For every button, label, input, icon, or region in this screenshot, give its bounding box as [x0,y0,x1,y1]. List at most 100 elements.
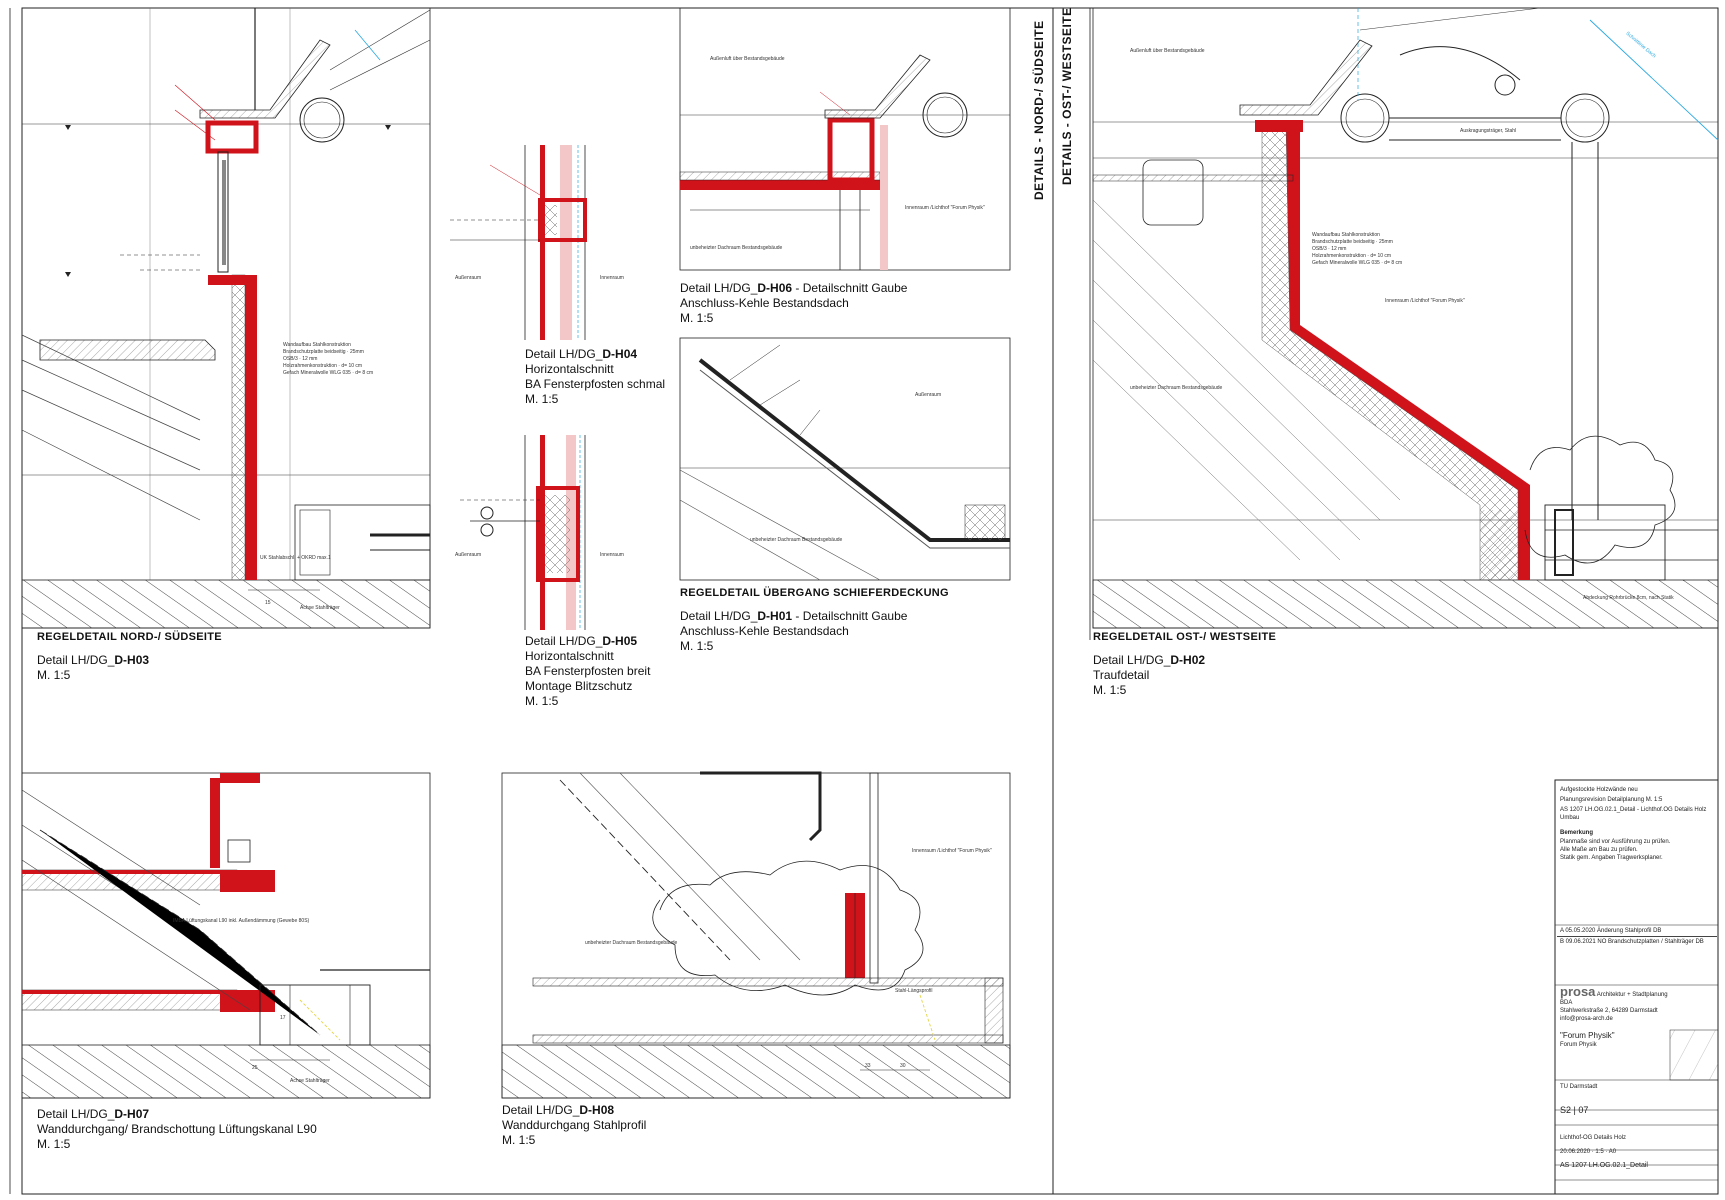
titleblock-office: prosa Architektur + Stadtplanung BDA Sta… [1560,985,1670,1049]
label-aussenraum-h01: Außenraum [915,392,942,398]
caption-h07-line1: Wanddurchgang/ Brandschottung Lüftungska… [37,1122,317,1136]
dim-1: 15 [265,600,271,606]
caption-h01-prefix: Detail LH/DG_ [680,609,758,623]
label-aussenraum-h05: Außenraum [455,552,482,558]
vertical-title-nord-sued: DETAILS - NORD-/ SÜDSEITE [1032,20,1046,200]
caption-h04: Detail LH/DG_D-H04 Horizontalschnitt BA … [525,347,665,407]
wandaufbau-h03-row-2-name: OSB/3 [283,356,298,362]
caption-h02-heading: REGELDETAIL OST-/ WESTSEITE [1093,631,1277,643]
wandaufbau-h03-row-1-value: 25mm [350,349,364,355]
caption-h07: Detail LH/DG_D-H07 Wanddurchgang/ Brands… [37,1107,317,1152]
caption-h02: REGELDETAIL OST-/ WESTSEITE Detail LH/DG… [1093,630,1276,698]
caption-h08-code: D-H08 [579,1103,615,1117]
caption-h03: REGELDETAIL NORD-/ SÜDSEITE Detail LH/DG… [37,630,222,683]
caption-h06-suffix: - Detailschnitt Gaube [792,281,908,295]
tb-date: 20.06.2020 [1560,1149,1591,1155]
tb-project-line2: Planungsrevision Detailplanung M. 1:5 [1560,797,1663,803]
label-stahl-laengsprofil: Stahl-Längsprofil [895,988,933,994]
tb-rev-b-date: B 09.06.2021 [1560,939,1596,945]
caption-h05-line1: Horizontalschnitt [525,649,614,663]
wandaufbau-row-3-name: Holzrahmenkonstruktion [1312,253,1366,259]
tb-office-sub: Architektur + Stadtplanung BDA [1560,992,1668,1006]
label-innenraum-h05: Innenraum [600,552,624,558]
caption-h03-scale: M. 1:5 [37,668,71,682]
caption-h05-code: D-H05 [602,634,638,648]
tb-office-logo: prosa [1560,984,1596,999]
dim-4: 30 [900,1063,906,1069]
dim-3: 33 [865,1063,871,1069]
caption-h06: Detail LH/DG_D-H06 - Detailschnitt Gaube… [680,281,907,326]
caption-h04-scale: M. 1:5 [525,392,559,406]
caption-h06-prefix: Detail LH/DG_ [680,281,758,295]
tb-bemerkung-3: Statik gem. Angaben Tragwerksplaner. [1560,855,1663,861]
label-uk-dachabschluss: UK Stahlabschl. + OKRD max.1 [260,555,331,561]
titleblock-revisions: A 05.05.2020 Änderung Stahlprofil DB B 0… [1557,926,1717,947]
label-achse-h07: Achse Stahlträger [290,1078,330,1084]
caption-h08: Detail LH/DG_D-H08 Wanddurchgang Stahlpr… [502,1103,646,1148]
label-dachraum-h06: unbeheizter Dachraum Bestandsgebäude [690,245,783,251]
wandaufbau-h03-row-2-value: 12 mm [302,356,318,362]
tb-format: A0 [1608,1149,1617,1155]
caption-h04-line2: BA Fensterpfosten schmal [525,377,666,391]
tb-bauherr: TU Darmstadt [1560,1084,1598,1090]
tb-bemerkung-title: Bemerkung [1560,830,1594,836]
tb-bemerkung-1: Planmaße sind vor Ausführung zu prüfen. [1560,839,1671,845]
detail-h06-drawing [679,7,1011,271]
tb-rev-a-date: A 05.05.2020 [1560,928,1596,934]
caption-h04-code: D-H04 [602,347,638,361]
label-innenraum-h08: Innenraum /Lichthof "Forum Physik" [912,848,992,854]
caption-h01-line1: Anschluss-Kehle Bestandsdach [680,624,849,638]
dim-2: 25 [252,1065,258,1071]
detail-h08-drawing [501,771,1011,1099]
label-innenraum-h06: Innenraum /Lichthof "Forum Physik" [905,205,985,211]
tb-office-mail: info@prosa-arch.de [1560,1016,1613,1022]
tb-plan-file: AS 1207 LH.OG.02.1_Detail [1560,1162,1648,1169]
tb-bemerkung-2: Alle Maße am Bau zu prüfen. [1560,847,1638,853]
tb-scale: 1:5 [1595,1149,1604,1155]
tb-rev-a-by: DB [1653,928,1662,934]
wandaufbau-row-3-value: d= 10 cm [1370,253,1392,259]
dim-5: 17 [280,1015,286,1021]
detail-h04-drawing [450,145,587,340]
caption-h02-line1: Traufdetail [1093,668,1150,682]
label-achse-h03: Achse Stahlträger [300,605,340,611]
caption-h05-scale: M. 1:5 [525,694,559,708]
caption-h04-prefix: Detail LH/DG_ [525,347,603,361]
caption-h08-line1: Wanddurchgang Stahlprofil [502,1118,647,1132]
caption-h04-line1: Horizontalschnitt [525,362,614,376]
label-aussenluft-h02: Außenluft über Bestandsgebäude [1130,48,1205,54]
tb-rev-a-text: Änderung Stahlprofil [1597,928,1652,934]
wandaufbau-title: Wandaufbau Stahlkonstruktion [1312,232,1380,238]
caption-h07-scale: M. 1:5 [37,1137,71,1151]
caption-h01-code: D-H01 [757,609,793,623]
tb-project-name: "Forum Physik" [1560,1031,1615,1040]
caption-h05-line3: Montage Blitzschutz [525,679,633,693]
caption-h03-heading: REGELDETAIL NORD-/ SÜDSEITE [37,631,222,643]
wandaufbau-h02: Wandaufbau Stahlkonstruktion Brandschutz… [1312,232,1403,266]
caption-h03-prefix: Detail LH/DG_ [37,653,115,667]
caption-h08-prefix: Detail LH/DG_ [502,1103,580,1117]
caption-h03-code: D-H03 [114,653,150,667]
label-innenraum-h02: Innenraum /Lichthof "Forum Physik" [1385,298,1465,304]
wandaufbau-row-1-name: Brandschutzplatte beidseitig [1312,239,1375,245]
tb-project-sub: Forum Physik [1560,1042,1597,1048]
caption-h02-code: D-H02 [1170,653,1206,667]
detail-h07-drawing [21,772,431,1099]
wandaufbau-h03-title: Wandaufbau Stahlkonstruktion [283,342,351,348]
tb-office-addr: Stahlwerkstraße 2, 64289 Darmstadt [1560,1008,1658,1014]
caption-h01: REGELDETAIL ÜBERGANG SCHIEFERDECKUNG Det… [680,586,949,654]
label-dachraum-h08: unbeheizter Dachraum Bestandsgebäude [585,940,678,946]
wandaufbau-h03-row-3-value: d= 10 cm [341,363,363,369]
caption-h02-scale: M. 1:5 [1093,683,1127,697]
tb-project-line3: AS 1207 LH.OG.02.1_Detail - Lichthof.OG … [1560,807,1707,821]
label-dachraum-h02: unbeheizter Dachraum Bestandsgebäude [1130,385,1223,391]
detail-h01-drawing [679,337,1011,581]
tb-project-line1: Aufgestockte Holzwände neu [1560,787,1638,793]
label-abdeckung: Abdeckung Rohrbrücke 8cm, nach Statik [1583,595,1674,601]
tb-rev-b-by: DB [1695,939,1704,945]
wandaufbau-row-2-value: 12 mm [1331,246,1347,252]
wandaufbau-h03-row-4-name: Gefach Mineralwolle WLG 035 [283,370,351,376]
caption-h06-line1: Anschluss-Kehle Bestandsdach [680,296,849,310]
caption-h07-prefix: Detail LH/DG_ [37,1107,115,1121]
